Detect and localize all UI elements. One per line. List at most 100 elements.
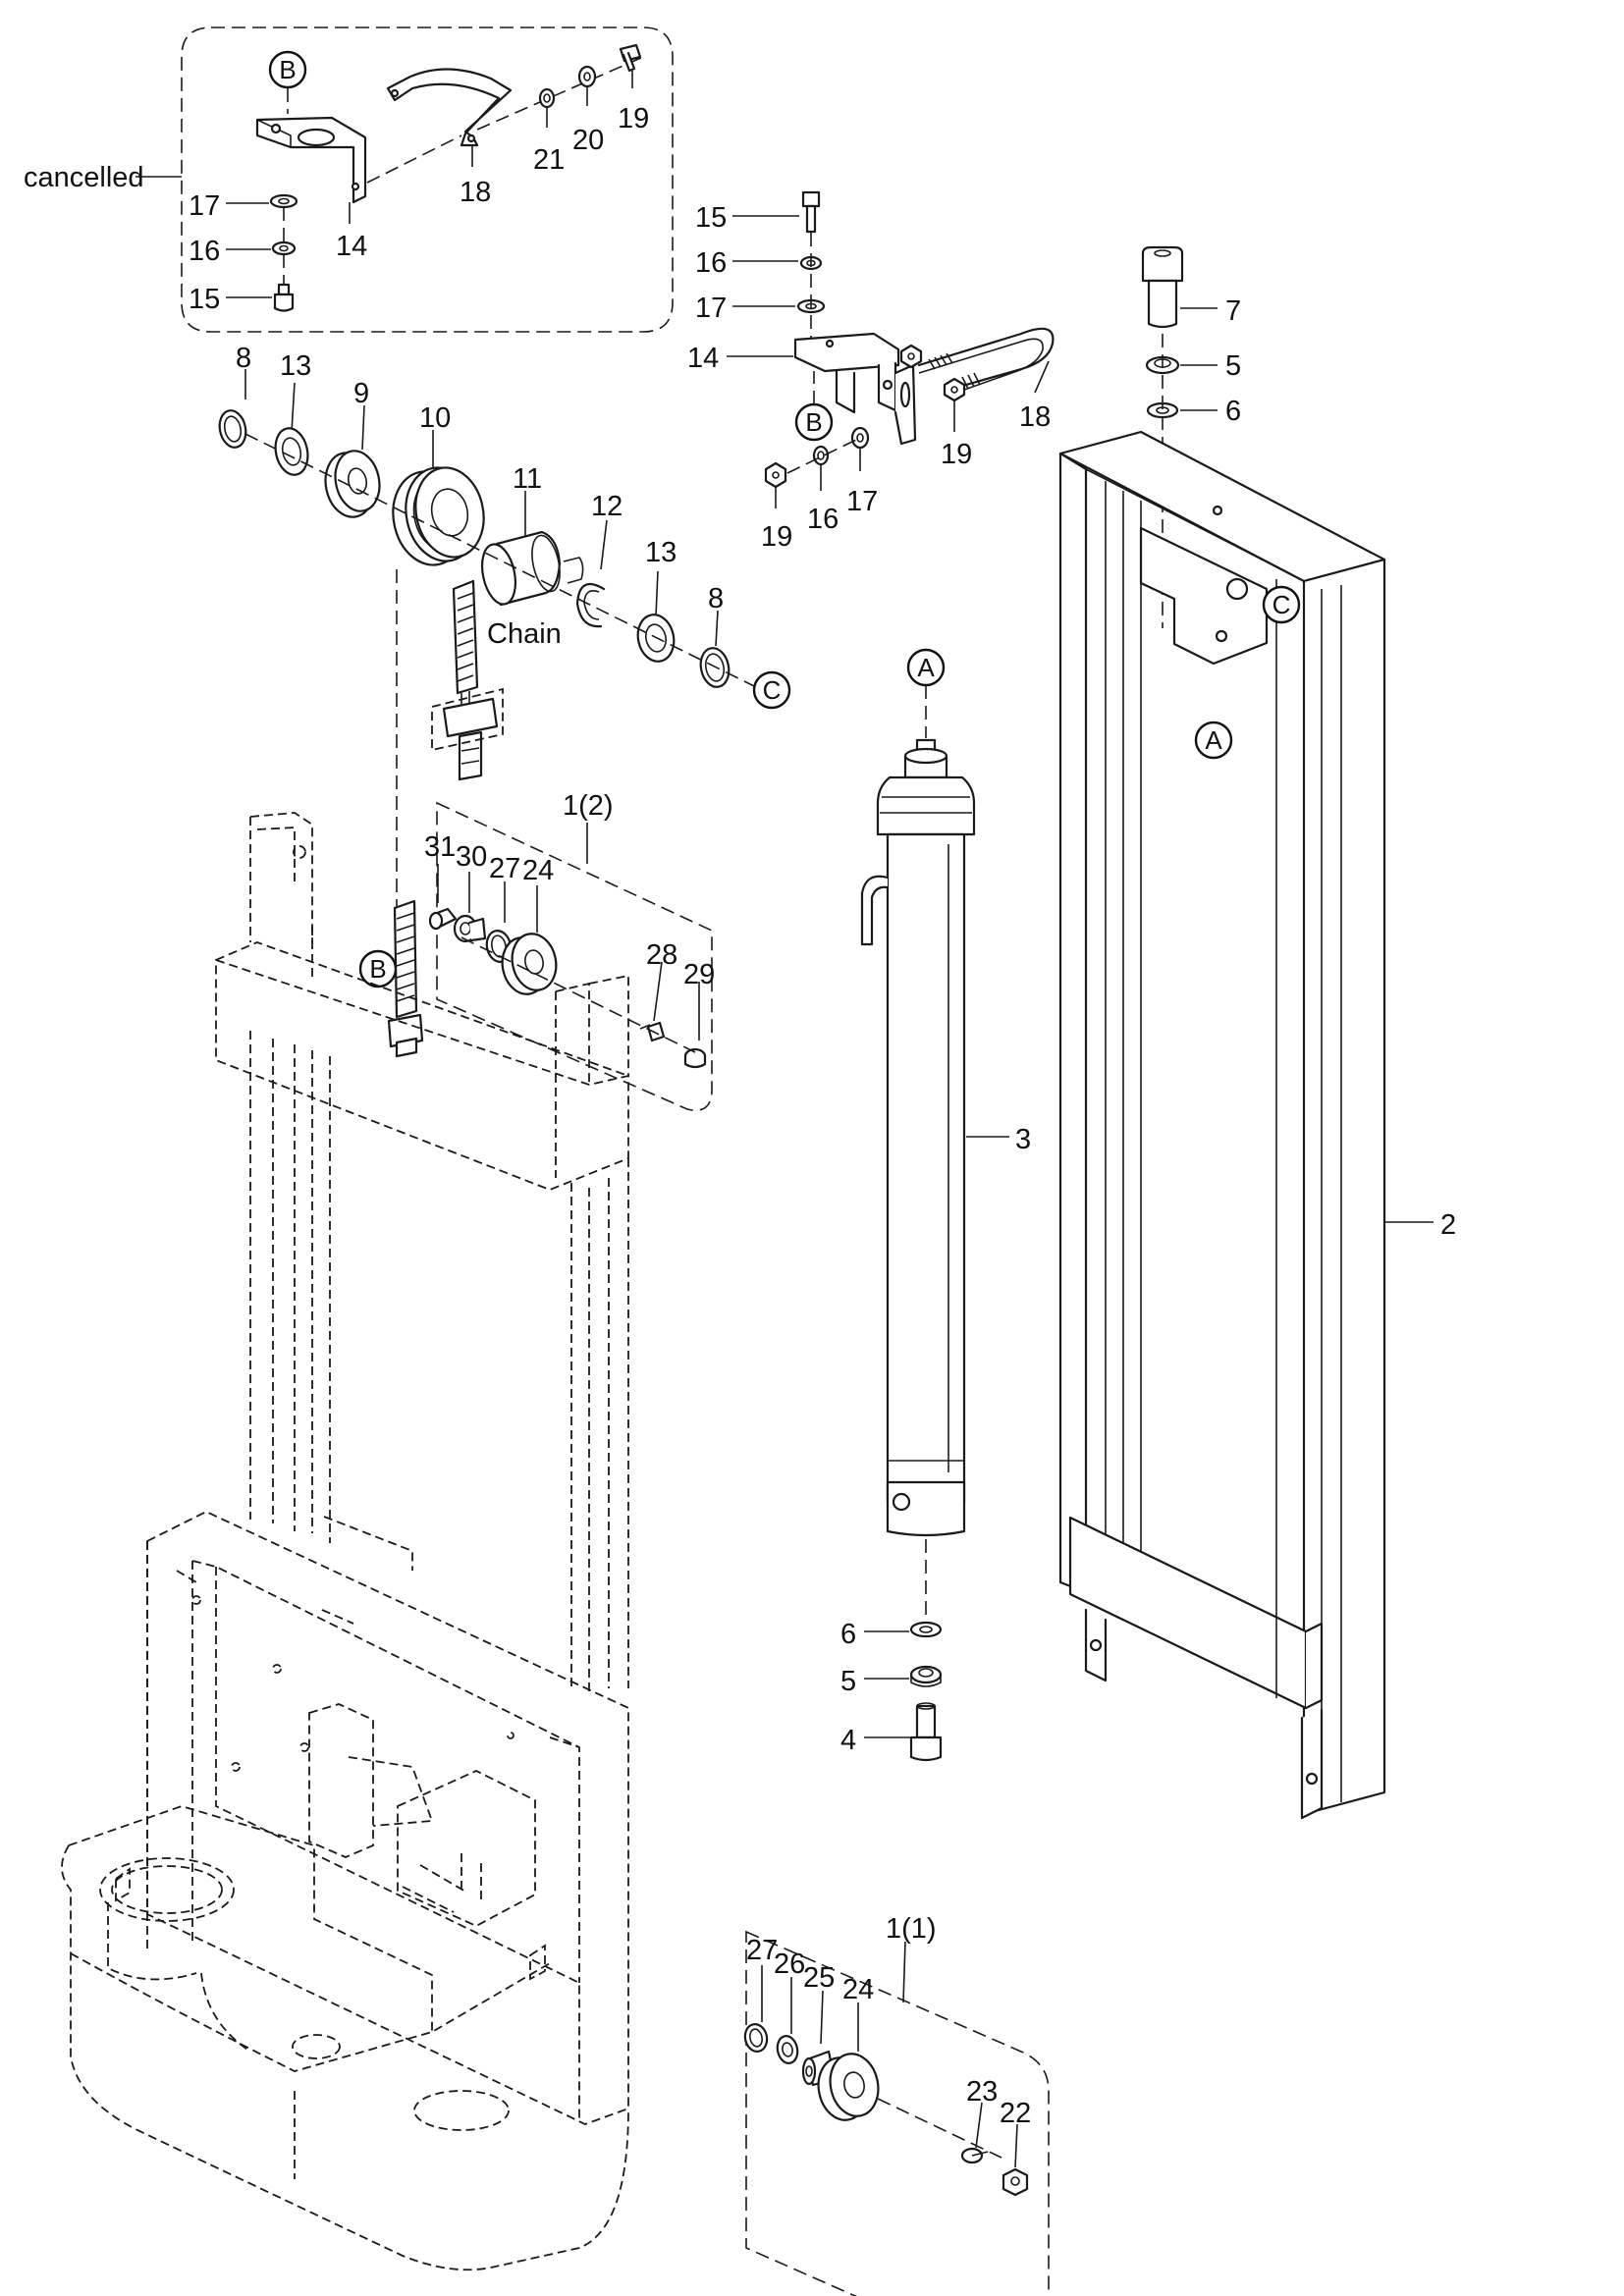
svg-text:2: 2 [1440, 1209, 1456, 1241]
svg-text:22: 22 [1000, 2098, 1031, 2129]
part-24-roller-group1 [817, 2053, 880, 2121]
svg-text:13: 13 [280, 350, 311, 382]
part-4-bottom-screw [909, 1702, 943, 1762]
svg-text:19: 19 [941, 439, 972, 470]
svg-text:4: 4 [840, 1725, 856, 1756]
group-1-1-box [745, 1930, 1050, 2296]
part-11-pulley-shaft [480, 530, 584, 607]
cancelled-group: cancelled 14 18 21 [24, 27, 674, 333]
svg-text:15: 15 [189, 284, 220, 315]
svg-text:16: 16 [807, 504, 839, 535]
group-1-1-label: 1(1) [886, 1913, 937, 1945]
part-19-nut-upper [899, 344, 923, 369]
svg-text:13: 13 [645, 537, 677, 568]
part-2-inner-mast [1058, 430, 1386, 1820]
svg-text:5: 5 [1225, 350, 1241, 382]
svg-text:10: 10 [419, 402, 451, 434]
part-5-bearing-bottom [909, 1665, 943, 1687]
svg-text:14: 14 [687, 343, 719, 374]
part-17-washer-cancelled [269, 193, 298, 209]
part-30-collar [453, 914, 487, 943]
part-12-retaining-ring [575, 582, 606, 628]
part-13-spacer-washer [274, 427, 309, 476]
cancelled-group-box [181, 27, 674, 333]
part-10-pulley [392, 466, 485, 566]
part-20-lock-washer [577, 65, 597, 88]
truck-frame-outline [61, 812, 629, 2271]
part-7-cap-screw [1141, 245, 1184, 329]
chain-label: Chain [487, 618, 562, 650]
part-24-roller-group2 [501, 933, 558, 995]
part-19-screw-cancelled [619, 43, 642, 73]
ref-a-cylinder: A [917, 653, 935, 682]
part-9-bearing [324, 450, 381, 518]
mast-top-fasteners: 7 5 6 [1141, 245, 1241, 628]
cylinder-bracket-assembly: 15 16 17 14 [687, 190, 1055, 553]
part-28-bolt [639, 1021, 666, 1042]
svg-text:12: 12 [591, 491, 623, 522]
svg-text:17: 17 [189, 190, 220, 222]
svg-text:20: 20 [572, 125, 604, 156]
part-6-washer-bottom [909, 1621, 943, 1638]
svg-text:19: 19 [761, 521, 792, 553]
part-16-lock-washer-cancelled [271, 240, 297, 256]
ref-b-chain: B [369, 954, 386, 984]
svg-text:29: 29 [683, 959, 715, 990]
part-15-bolt [801, 190, 821, 234]
part-19-nut-lower [764, 461, 787, 489]
part-19-nut-right [943, 377, 966, 402]
chain-top [431, 579, 504, 781]
svg-text:28: 28 [646, 939, 677, 971]
ref-c-mast: C [1272, 590, 1291, 619]
svg-text:31: 31 [424, 831, 456, 863]
part-22-grease-nipple [1001, 2167, 1029, 2197]
svg-text:24: 24 [522, 855, 554, 886]
svg-text:B: B [279, 55, 296, 84]
part-23-pin-group1 [960, 2147, 989, 2164]
svg-text:18: 18 [1019, 401, 1051, 433]
group-1-2-label: 1(2) [563, 790, 614, 822]
svg-text:17: 17 [695, 293, 727, 324]
part-3-lift-cylinder [860, 738, 976, 1537]
group-1-1: 1(1) 27 26 25 24 23 [743, 1913, 1050, 2296]
svg-text:25: 25 [803, 1962, 835, 1994]
part-21-washer [538, 87, 556, 109]
part-18-u-bolt [917, 327, 1055, 396]
pulley-assembly: 8 13 9 10 11 [218, 343, 791, 710]
svg-text:3: 3 [1015, 1124, 1031, 1155]
group-1-2: 1(2) 31 30 27 24 28 [424, 790, 715, 1111]
svg-text:14: 14 [336, 231, 367, 262]
svg-text:30: 30 [456, 841, 487, 873]
part-15-bolt-cancelled [273, 283, 295, 312]
svg-text:16: 16 [695, 247, 727, 279]
part-17-washer-lower [850, 426, 870, 450]
svg-text:11: 11 [513, 463, 542, 495]
svg-text:15: 15 [695, 202, 727, 234]
svg-text:23: 23 [966, 2076, 998, 2108]
svg-text:21: 21 [533, 144, 565, 176]
svg-text:8: 8 [708, 583, 724, 614]
svg-text:17: 17 [846, 486, 878, 517]
part-16-lock-washer-lower [812, 445, 830, 466]
svg-text:6: 6 [840, 1619, 856, 1650]
part-18-strap [386, 68, 513, 147]
svg-text:8: 8 [236, 343, 251, 374]
part-14-cylinder-bracket [793, 332, 917, 446]
part-26-washer [776, 2035, 799, 2064]
svg-text:27: 27 [489, 853, 520, 884]
svg-text:7: 7 [1225, 295, 1241, 327]
cancelled-label: cancelled [24, 162, 144, 193]
part-31-pin [428, 907, 458, 931]
svg-text:27: 27 [746, 1935, 778, 1966]
part-29-cap [683, 1047, 707, 1069]
svg-text:18: 18 [460, 177, 491, 208]
chain-bottom [387, 899, 424, 1058]
part-14-bracket-cancelled [255, 116, 367, 204]
ref-b-bracket: B [805, 407, 822, 437]
svg-text:26: 26 [774, 1949, 805, 1980]
part-8-snap-ring [218, 409, 247, 449]
svg-text:16: 16 [189, 236, 220, 267]
svg-text:24: 24 [842, 1974, 874, 2005]
group-1-2-box [436, 801, 713, 1111]
